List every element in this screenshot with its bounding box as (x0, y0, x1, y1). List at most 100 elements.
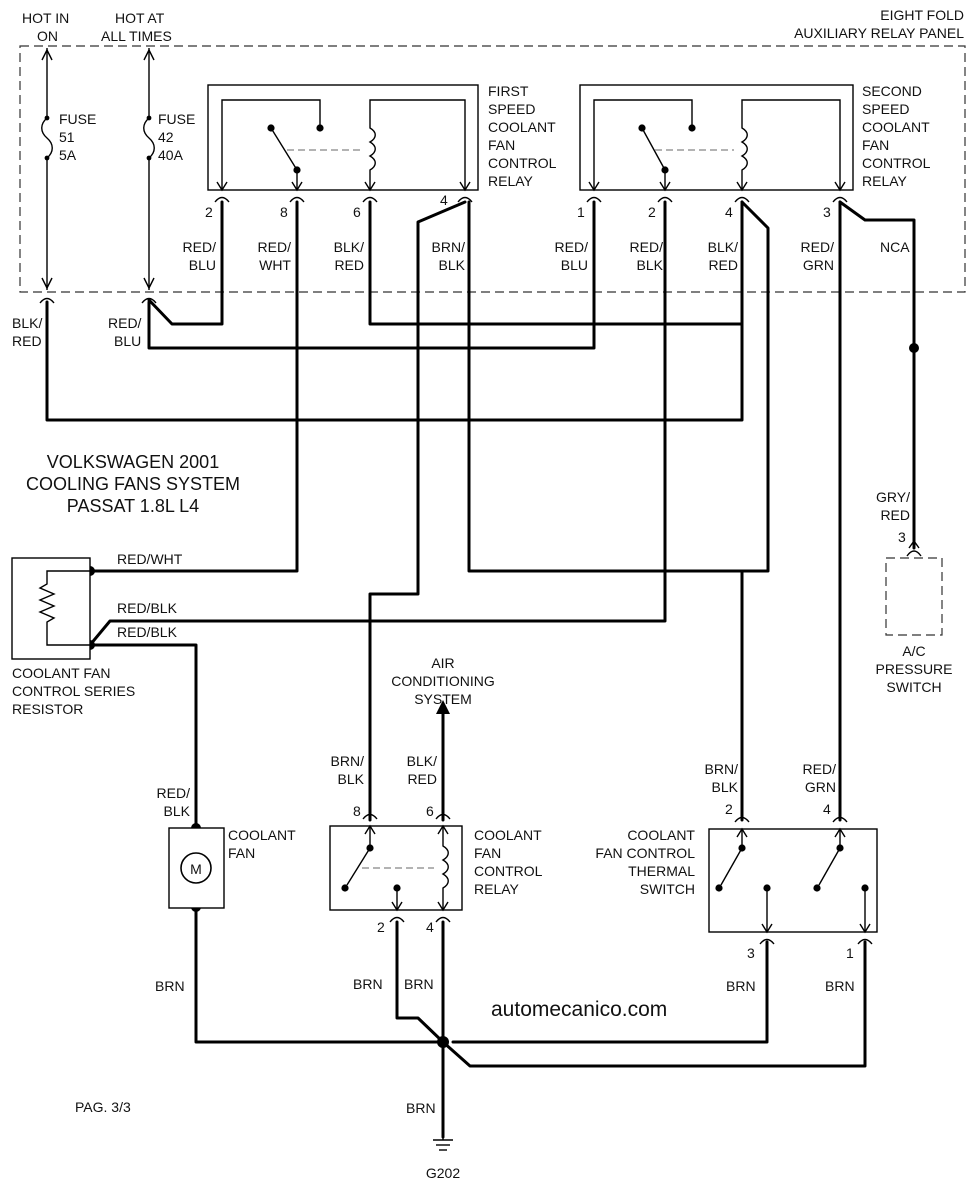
ts-pin-3: 3 (747, 945, 755, 961)
coolant-fan-label-2: FAN (228, 845, 255, 861)
second-relay-label-4: FAN (862, 137, 889, 153)
coolant-relay-label-2: FAN (474, 845, 501, 861)
cr-wire-brn-blk-2: BLK (338, 771, 365, 787)
r2-p1-wire-1: RED/ (555, 239, 589, 255)
hot-at-all-times-label-1: HOT AT (115, 10, 165, 26)
cr-pin-6: 6 (426, 803, 434, 819)
r2-p2-wire-1: RED/ (630, 239, 664, 255)
cr-pin-4: 4 (426, 919, 434, 935)
cr-wire-blk-red-1: BLK/ (407, 753, 437, 769)
ground-symbol (433, 1137, 453, 1151)
cr-wire-brn-blk-1: BRN/ (331, 753, 365, 769)
brn-wire-ground: BRN (406, 1100, 436, 1116)
second-relay-label-1: SECOND (862, 83, 922, 99)
second-speed-relay (579, 84, 854, 203)
coolant-fan-control-relay (329, 813, 463, 923)
r2-p1-wire-2: BLU (561, 257, 588, 273)
ts-pin-2: 2 (725, 801, 733, 817)
cr-wire-blk-red-2: RED (407, 771, 437, 787)
ts-wire-brn-blk-1: BRN/ (705, 761, 739, 777)
cr-pin-2: 2 (377, 919, 385, 935)
resistor-label-3: RESISTOR (12, 701, 83, 717)
r2-p4-wire-2: RED (708, 257, 738, 273)
fuse-42-label: FUSE (158, 111, 195, 127)
r2-p4-wire-1: BLK/ (708, 239, 738, 255)
ac-switch-pin-3: 3 (898, 529, 906, 545)
r2-p3-wire-1: RED/ (801, 239, 835, 255)
wire-harness (45, 200, 916, 1139)
brn-wire-thermal-1: BRN (825, 978, 855, 994)
r1-p4-wire-1: BRN/ (432, 239, 466, 255)
coolant-relay-label-1: COOLANT (474, 827, 542, 843)
brn-wire-relay-4: BRN (404, 976, 434, 992)
cr-pin-8: 8 (353, 803, 361, 819)
left-connector-1 (39, 297, 55, 304)
r1-p8-wire-1: RED/ (258, 239, 292, 255)
fuse-51-symbol (41, 115, 53, 161)
ts-wire-brn-blk-2: BLK (712, 779, 739, 795)
r1-p6-wire-1: BLK/ (334, 239, 364, 255)
ac-switch-label-2: PRESSURE (875, 661, 952, 677)
resistor-red-blk-wire-2: RED/BLK (117, 624, 178, 640)
diagram-title-1: VOLKSWAGEN 2001 (47, 452, 219, 472)
ac-system-label-2: CONDITIONING (391, 673, 494, 689)
gry-red-wire-2: RED (880, 507, 910, 523)
first-relay-pin-6: 6 (353, 204, 361, 220)
diagram-title-2: COOLING FANS SYSTEM (26, 474, 240, 494)
second-relay-pin-4: 4 (725, 204, 733, 220)
ac-switch-label-1: A/C (902, 643, 925, 659)
thermal-switch-label-4: SWITCH (640, 881, 695, 897)
hot-at-all-times-feed (143, 48, 155, 290)
ts-wire-red-grn-2: GRN (805, 779, 836, 795)
left-wire-red-blu-1: RED/ (108, 315, 142, 331)
thermal-switch-label-1: COOLANT (627, 827, 695, 843)
ac-system-arrow (436, 700, 450, 714)
splice-ground (437, 1036, 449, 1048)
fuse-51-number: 51 (59, 129, 75, 145)
fan-wire-red-blk-1: RED/ (157, 785, 191, 801)
fan-wire-red-blk-2: BLK (164, 803, 191, 819)
ts-wire-red-grn-1: RED/ (803, 761, 837, 777)
first-relay-pin-2: 2 (205, 204, 213, 220)
first-speed-relay (207, 84, 479, 203)
coolant-relay-label-3: CONTROL (474, 863, 543, 879)
first-relay-label-2: SPEED (488, 101, 535, 117)
brn-wire-fan: BRN (155, 978, 185, 994)
hot-in-on-label-2: ON (37, 28, 58, 44)
second-relay-pin-3: 3 (823, 204, 831, 220)
page-number: PAG. 3/3 (75, 1099, 131, 1115)
second-relay-pin-1: 1 (577, 204, 585, 220)
resistor-red-wht-wire: RED/WHT (117, 551, 183, 567)
ac-switch-connector (906, 550, 922, 557)
r2-p3-wire-2: GRN (803, 257, 834, 273)
first-relay-label-5: CONTROL (488, 155, 557, 171)
diagram-title-3: PASSAT 1.8L L4 (67, 496, 199, 516)
fuse-42-number: 42 (158, 129, 174, 145)
ac-system-label-1: AIR (431, 655, 454, 671)
resistor-label-1: COOLANT FAN (12, 665, 111, 681)
fan-motor-symbol: M (190, 861, 202, 877)
resistor-red-blk-wire-1: RED/BLK (117, 600, 178, 616)
ac-switch-connector-arrow (908, 539, 920, 549)
fuse-51-label: FUSE (59, 111, 96, 127)
hot-in-on-label-1: HOT IN (22, 10, 69, 26)
second-relay-label-5: CONTROL (862, 155, 931, 171)
brn-wire-relay-2: BRN (353, 976, 383, 992)
first-relay-label-1: FIRST (488, 83, 529, 99)
brn-wire-thermal-3: BRN (726, 978, 756, 994)
coolant-fan (168, 827, 225, 909)
fuse-51-rating: 5A (59, 147, 77, 163)
ts-pin-1: 1 (846, 945, 854, 961)
ts-pin-4: 4 (823, 801, 831, 817)
resistor-label-2: CONTROL SERIES (12, 683, 135, 699)
ground-label: G202 (426, 1165, 460, 1181)
panel-label-2: AUXILIARY RELAY PANEL (794, 25, 964, 41)
r1-p4-wire-2: BLK (439, 257, 466, 273)
left-wire-red-blu-2: BLU (114, 333, 141, 349)
first-relay-label-3: COOLANT (488, 119, 556, 135)
watermark: automecanico.com (491, 998, 667, 1021)
coolant-relay-label-4: RELAY (474, 881, 520, 897)
thermal-switch-label-2: FAN CONTROL (595, 845, 695, 861)
first-relay-label-6: RELAY (488, 173, 534, 189)
